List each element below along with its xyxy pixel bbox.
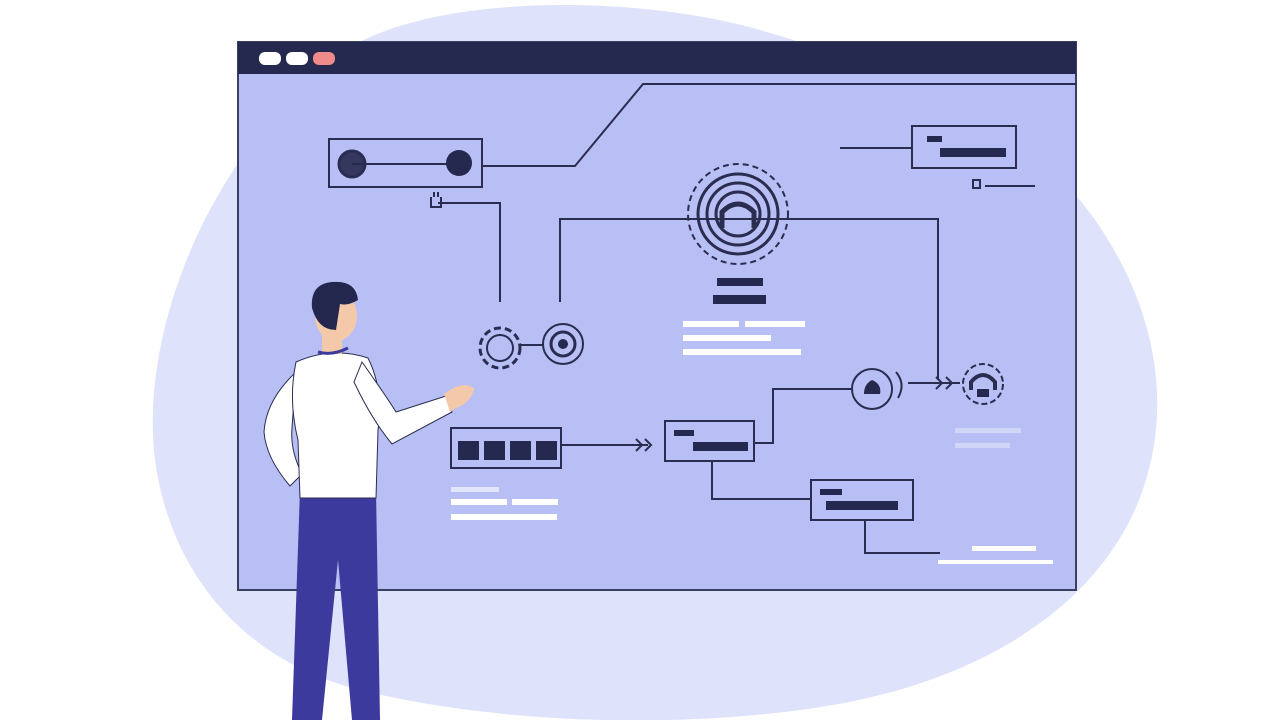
placeholder-text-bar	[955, 443, 1010, 448]
segment-block	[484, 441, 505, 460]
placeholder-bar	[927, 136, 942, 142]
connector-line	[711, 461, 811, 500]
toggle-box	[328, 138, 483, 188]
title-bar	[238, 42, 1076, 74]
toggle-switch-icon	[337, 149, 472, 179]
placeholder-text-bar	[972, 546, 1036, 551]
headset-icon	[962, 363, 1004, 405]
connector-line	[483, 83, 1076, 167]
connector-line	[754, 388, 852, 444]
target-icon	[542, 323, 584, 365]
window-control-3[interactable]	[313, 52, 335, 65]
placeholder-text-bar	[955, 428, 1021, 433]
arrow-icon	[635, 438, 653, 452]
placeholder-bar	[820, 489, 842, 495]
placeholder-text-bar	[938, 560, 1053, 564]
segment-box	[450, 427, 562, 469]
settings-gear-icon	[478, 326, 522, 370]
placeholder-text-bar	[451, 499, 507, 505]
screen-panel	[237, 41, 1077, 591]
placeholder-bar	[717, 278, 763, 286]
window-control-2[interactable]	[286, 52, 308, 65]
person-hand	[444, 385, 474, 412]
segment-block	[536, 441, 557, 460]
arrow-icon	[935, 376, 954, 390]
info-card	[911, 125, 1017, 169]
info-card	[810, 479, 914, 521]
person-figure	[263, 281, 474, 720]
plug-icon	[972, 179, 981, 189]
placeholder-text-bar	[683, 349, 801, 355]
person-pants	[292, 490, 380, 720]
info-card	[664, 420, 755, 462]
plug-icon	[430, 192, 501, 302]
placeholder-text-bar	[683, 335, 771, 341]
segment-block	[458, 441, 479, 460]
placeholder-text-bar	[683, 321, 739, 327]
fingerprint-icon	[687, 163, 789, 265]
segment-block	[510, 441, 531, 460]
placeholder-bar	[826, 501, 898, 510]
placeholder-text-bar	[512, 499, 558, 505]
placeholder-bar	[674, 430, 694, 436]
person-collar	[317, 346, 349, 355]
placeholder-bar	[940, 148, 1006, 157]
connector-line	[559, 218, 939, 380]
placeholder-text-bar	[451, 487, 499, 492]
person-shirt-arm	[353, 360, 453, 445]
placeholder-text-bar	[451, 514, 557, 520]
person-hair	[311, 281, 358, 330]
connector-line	[864, 520, 940, 554]
placeholder-text-bar	[745, 321, 805, 327]
window-control-1[interactable]	[259, 52, 281, 65]
placeholder-bar	[713, 295, 766, 304]
placeholder-bar	[693, 442, 748, 451]
